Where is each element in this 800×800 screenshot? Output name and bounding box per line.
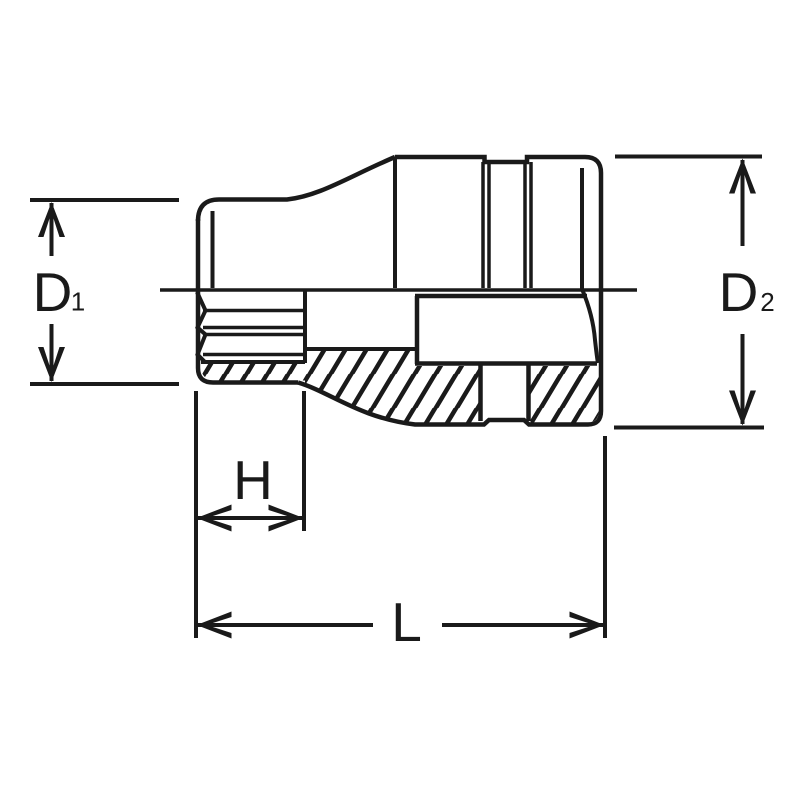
svg-text:H: H bbox=[233, 449, 273, 511]
svg-text:2: 2 bbox=[760, 287, 774, 317]
svg-text:L: L bbox=[391, 591, 422, 653]
svg-text:D: D bbox=[33, 261, 73, 323]
svg-text:D: D bbox=[719, 261, 759, 323]
svg-text:1: 1 bbox=[71, 287, 85, 317]
